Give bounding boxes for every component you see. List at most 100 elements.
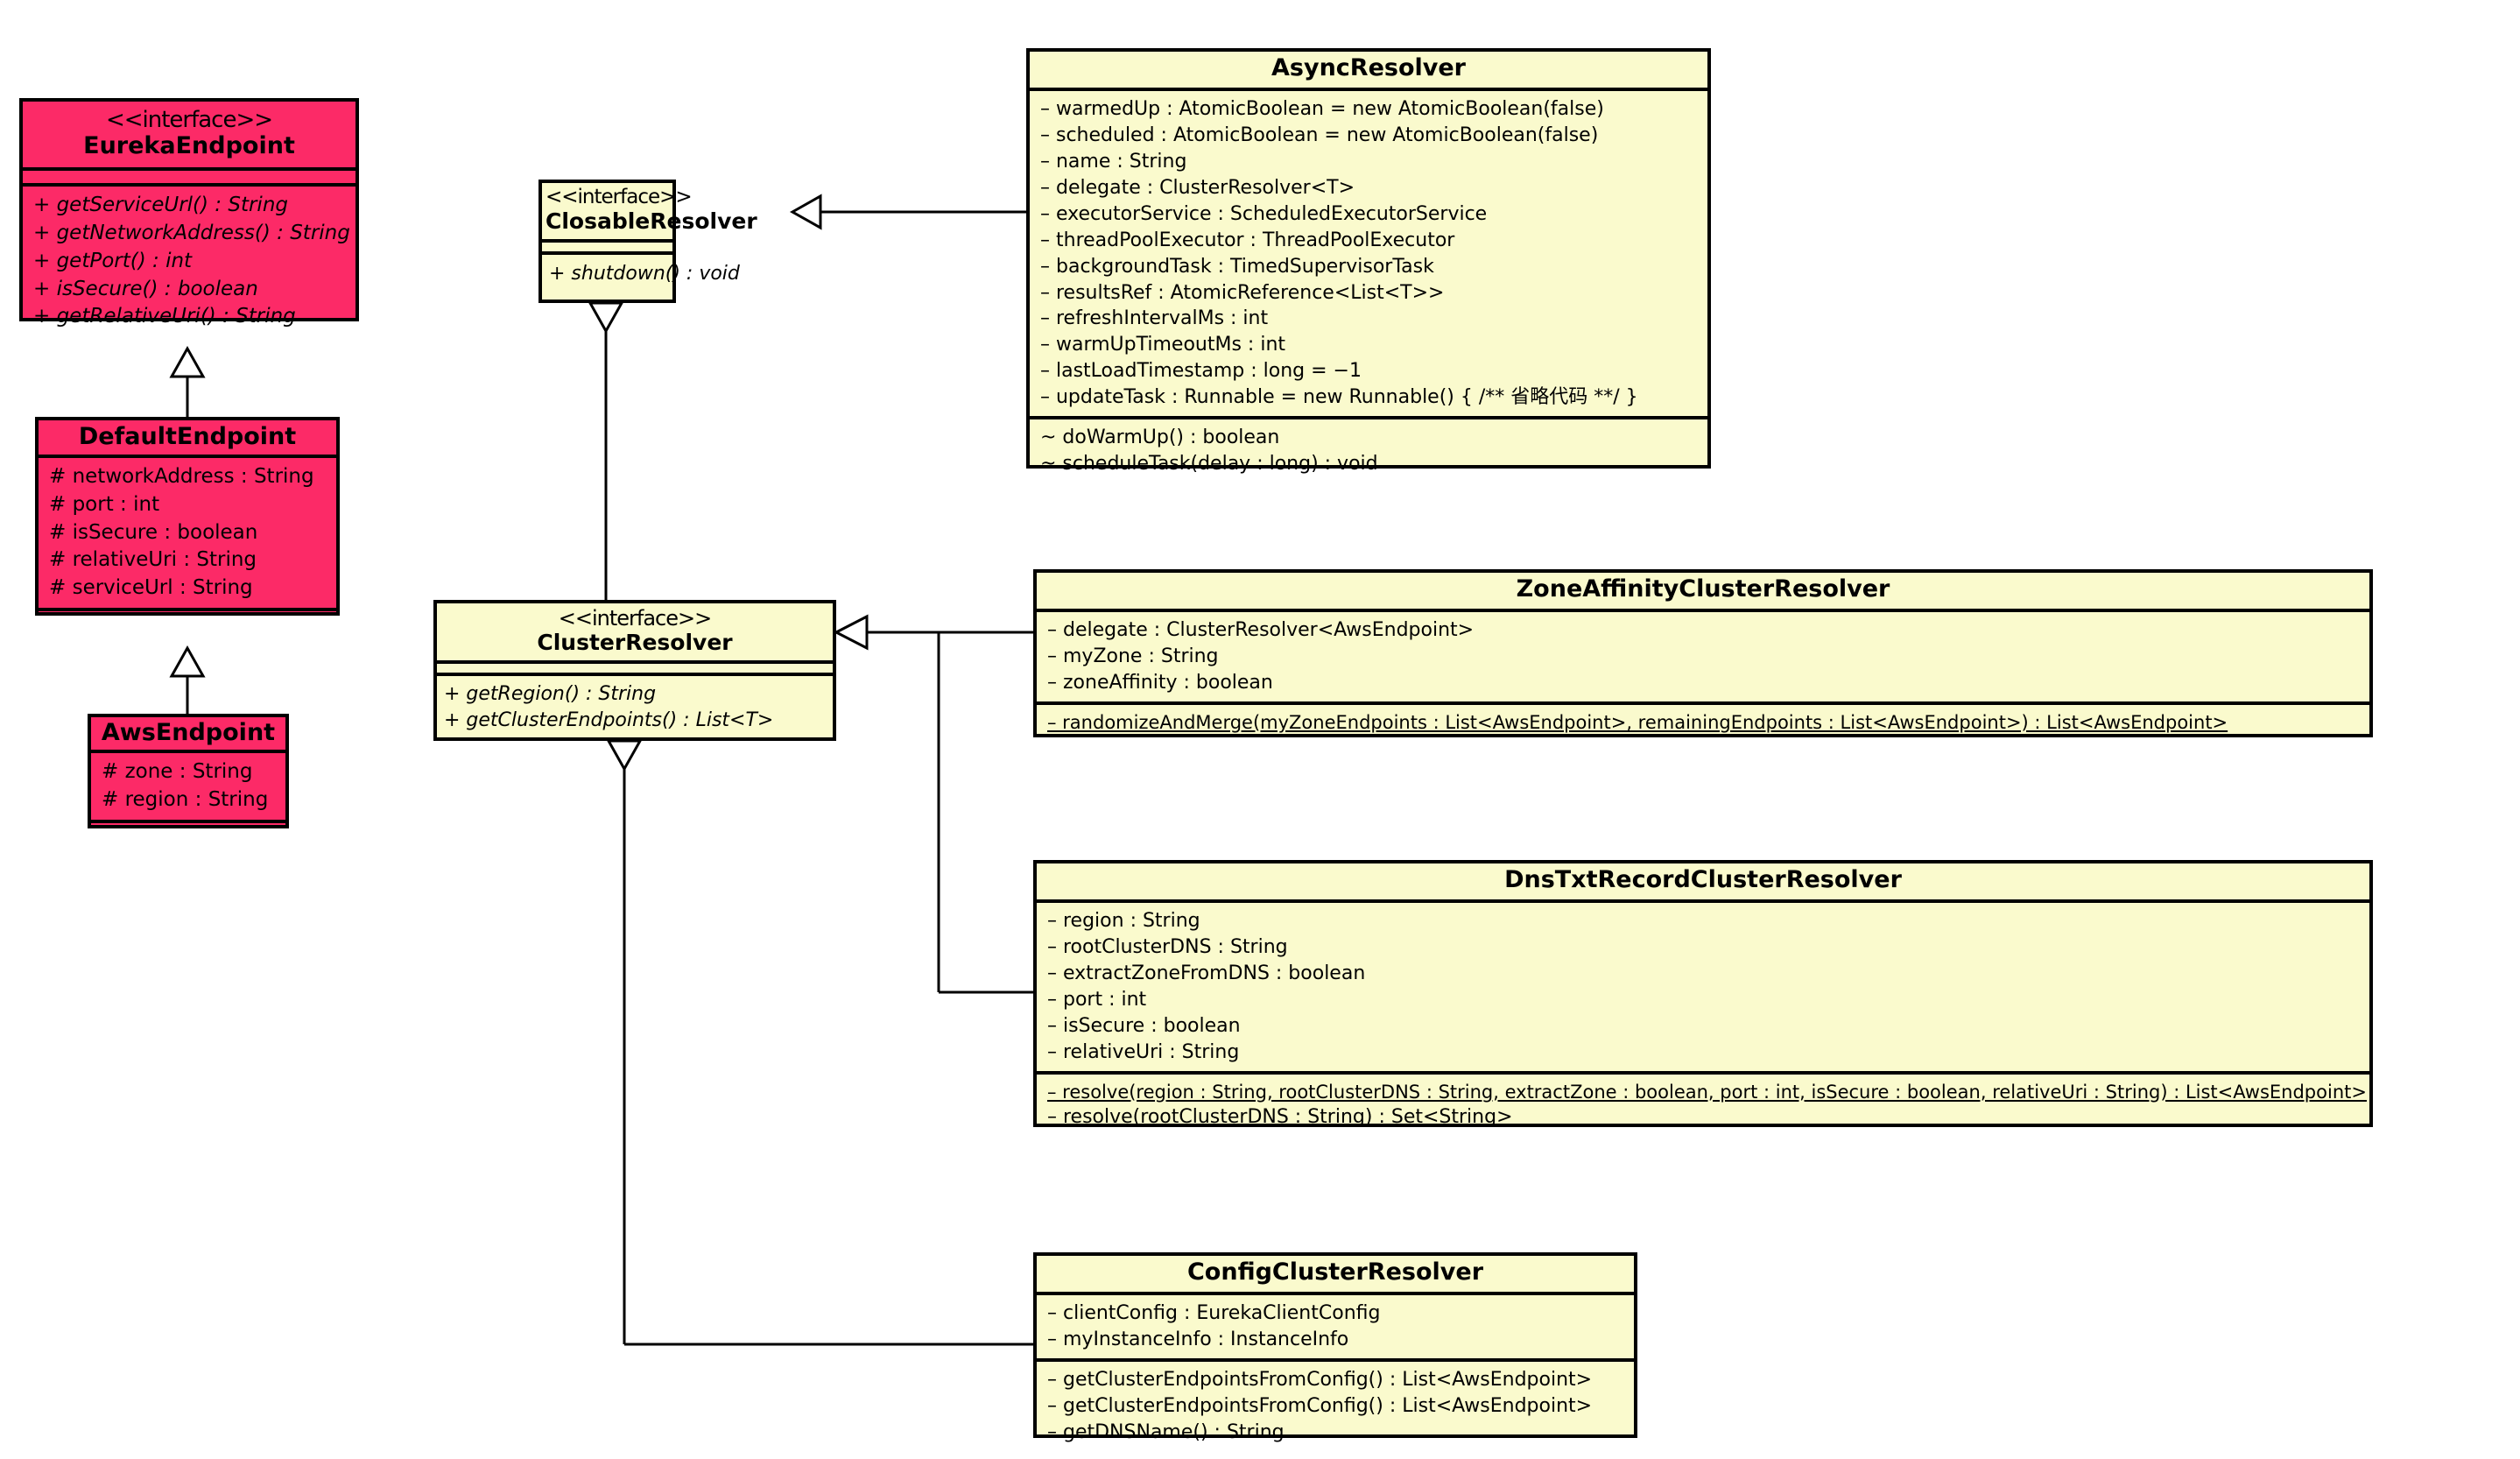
- method-item: + shutdown() : void: [549, 262, 740, 285]
- attributes-compartment: – delegate : ClusterResolver<AwsEndpoint…: [1037, 612, 2369, 701]
- class-name-label: ClosableResolver: [546, 208, 757, 234]
- compartment-divider: [39, 607, 336, 611]
- attribute-item: – warmUpTimeoutMs : int: [1040, 334, 1286, 356]
- attribute-item: – warmedUp : AtomicBoolean = new AtomicB…: [1040, 98, 1604, 121]
- compartment-divider: [1037, 1070, 2369, 1075]
- compartment-divider: [1037, 1292, 1634, 1296]
- class-name-label: EurekaEndpoint: [83, 132, 295, 160]
- class-name-label: ClusterResolver: [537, 629, 733, 655]
- compartment-divider: [437, 659, 833, 664]
- attribute-item: – resultsRef : AtomicReference<List<T>>: [1040, 281, 1445, 304]
- compartment-divider: [542, 250, 672, 255]
- attribute-item: – updateTask : Runnable = new Runnable()…: [1040, 386, 1638, 409]
- compartment-divider: [91, 750, 285, 754]
- class-header-dns-txt-record-cluster-resolver: DnsTxtRecordClusterResolver: [1037, 863, 2369, 899]
- attribute-item: – threadPoolExecutor : ThreadPoolExecuto…: [1040, 229, 1455, 251]
- method-item: + getRegion() : String: [444, 682, 657, 705]
- attribute-item: – delegate : ClusterResolver<AwsEndpoint…: [1047, 619, 1475, 642]
- attributes-compartment: # zone : String # region : String: [91, 753, 285, 819]
- attribute-item: – zoneAffinity : boolean: [1047, 672, 1273, 694]
- attribute-item: # zone : String: [102, 760, 253, 784]
- class-name-label: AwsEndpoint: [101, 719, 276, 746]
- class-header-default-endpoint: DefaultEndpoint: [39, 420, 336, 455]
- methods-compartment: [91, 823, 285, 834]
- compartment-divider: [39, 455, 336, 459]
- class-name-label: DefaultEndpoint: [78, 423, 297, 450]
- attribute-item: # relativeUri : String: [49, 548, 257, 572]
- compartment-divider: [1037, 701, 2369, 705]
- compartment-divider: [542, 238, 672, 243]
- methods-compartment: + shutdown() : void: [542, 255, 740, 293]
- stereotype-label: <<interface>>: [558, 606, 712, 631]
- attribute-item: – refreshIntervalMs : int: [1040, 307, 1269, 330]
- class-box-cluster-resolver[interactable]: <<interface>> ClusterResolver + getRegio…: [433, 600, 836, 741]
- method-item: + getPort() : int: [33, 249, 193, 272]
- stereotype-label: <<interface>>: [546, 186, 693, 208]
- methods-compartment: – resolve(region : String, rootClusterDN…: [1037, 1075, 2369, 1136]
- method-item: + getNetworkAddress() : String: [33, 222, 350, 245]
- attribute-item: – scheduled : AtomicBoolean = new Atomic…: [1040, 124, 1599, 147]
- compartment-divider: [23, 183, 355, 187]
- class-header-cluster-resolver: <<interface>> ClusterResolver: [437, 603, 833, 660]
- attribute-item: # serviceUrl : String: [49, 576, 253, 600]
- attribute-item: – isSecure : boolean: [1047, 1014, 1241, 1037]
- attributes-compartment: – clientConfig : EurekaClientConfig – my…: [1037, 1295, 1634, 1358]
- class-box-zone-affinity-cluster-resolver[interactable]: ZoneAffinityClusterResolver – delegate :…: [1033, 569, 2373, 737]
- attributes-compartment: [542, 243, 672, 251]
- method-item: ~ doWarmUp() : boolean: [1040, 426, 1280, 449]
- class-header-config-cluster-resolver: ConfigClusterResolver: [1037, 1256, 1634, 1292]
- generalization-arrow-clusterresolver-right: [833, 614, 869, 651]
- compartment-divider: [1037, 899, 2369, 904]
- methods-compartment: – randomizeAndMerge(myZoneEndpoints : Li…: [1037, 705, 2369, 741]
- class-header-closable-resolver: <<interface>> ClosableResolver: [542, 183, 757, 239]
- methods-compartment: [39, 611, 336, 624]
- method-item: – randomizeAndMerge(myZoneEndpoints : Li…: [1047, 711, 2228, 733]
- class-box-dns-txt-record-cluster-resolver[interactable]: DnsTxtRecordClusterResolver – region : S…: [1033, 860, 2373, 1128]
- class-box-aws-endpoint[interactable]: AwsEndpoint # zone : String # region : S…: [88, 714, 289, 828]
- attribute-item: – backgroundTask : TimedSupervisorTask: [1040, 255, 1434, 278]
- attribute-item: – region : String: [1047, 910, 1200, 933]
- class-box-async-resolver[interactable]: AsyncResolver – warmedUp : AtomicBoolean…: [1026, 48, 1711, 475]
- class-name-label: AsyncResolver: [1271, 54, 1466, 81]
- compartment-divider: [1037, 609, 2369, 613]
- class-box-eureka-endpoint[interactable]: <<interface>> EurekaEndpoint + getServic…: [19, 98, 359, 328]
- methods-compartment: – getClusterEndpointsFromConfig() : List…: [1037, 1362, 1634, 1451]
- attribute-item: – clientConfig : EurekaClientConfig: [1047, 1302, 1381, 1325]
- method-item: + getClusterEndpoints() : List<T>: [444, 708, 774, 731]
- compartment-divider: [1037, 1358, 1634, 1363]
- class-box-config-cluster-resolver[interactable]: ConfigClusterResolver – clientConfig : E…: [1033, 1252, 1637, 1443]
- compartment-divider: [91, 819, 285, 823]
- class-box-closable-resolver[interactable]: <<interface>> ClosableResolver + shutdow…: [538, 180, 757, 303]
- attribute-item: – myZone : String: [1047, 645, 1219, 668]
- method-item: – getClusterEndpointsFromConfig() : List…: [1047, 1394, 1593, 1417]
- class-name-label: DnsTxtRecordClusterResolver: [1504, 866, 1902, 893]
- method-item: – resolve(region : String, rootClusterDN…: [1047, 1081, 2367, 1103]
- generalization-arrow-clusterresolver-bottom: [606, 739, 643, 772]
- attribute-item: – port : int: [1047, 988, 1147, 1011]
- compartment-divider: [437, 672, 833, 676]
- generalization-arrow-closableresolver-right: [789, 194, 822, 230]
- attribute-item: # port : int: [49, 492, 160, 516]
- stereotype-label: <<interface>>: [105, 107, 273, 133]
- compartment-divider: [23, 167, 355, 172]
- attribute-item: # networkAddress : String: [49, 465, 314, 489]
- attribute-item: – delegate : ClusterResolver<T>: [1040, 176, 1355, 199]
- attributes-compartment: [23, 171, 355, 183]
- attribute-item: – relativeUri : String: [1047, 1040, 1240, 1063]
- attribute-item: # region : String: [102, 787, 269, 811]
- attributes-compartment: [437, 664, 833, 673]
- class-name-label: ConfigClusterResolver: [1186, 1258, 1484, 1286]
- compartment-divider: [1030, 88, 1707, 92]
- method-item: – getClusterEndpointsFromConfig() : List…: [1047, 1369, 1593, 1392]
- class-header-eureka-endpoint: <<interface>> EurekaEndpoint: [23, 102, 355, 167]
- generalization-arrow-closableresolver-bottom: [588, 301, 624, 335]
- generalization-arrow-eurekaendpoint: [169, 345, 206, 378]
- class-box-default-endpoint[interactable]: DefaultEndpoint # networkAddress : Strin…: [35, 417, 340, 616]
- class-header-async-resolver: AsyncResolver: [1030, 52, 1707, 88]
- attribute-item: – name : String: [1040, 151, 1187, 173]
- attribute-item: # isSecure : boolean: [49, 520, 258, 544]
- class-header-aws-endpoint: AwsEndpoint: [91, 717, 285, 750]
- method-item: ~ scheduleTask(delay : long) : void: [1040, 453, 1378, 476]
- attribute-item: – rootClusterDNS : String: [1047, 936, 1288, 959]
